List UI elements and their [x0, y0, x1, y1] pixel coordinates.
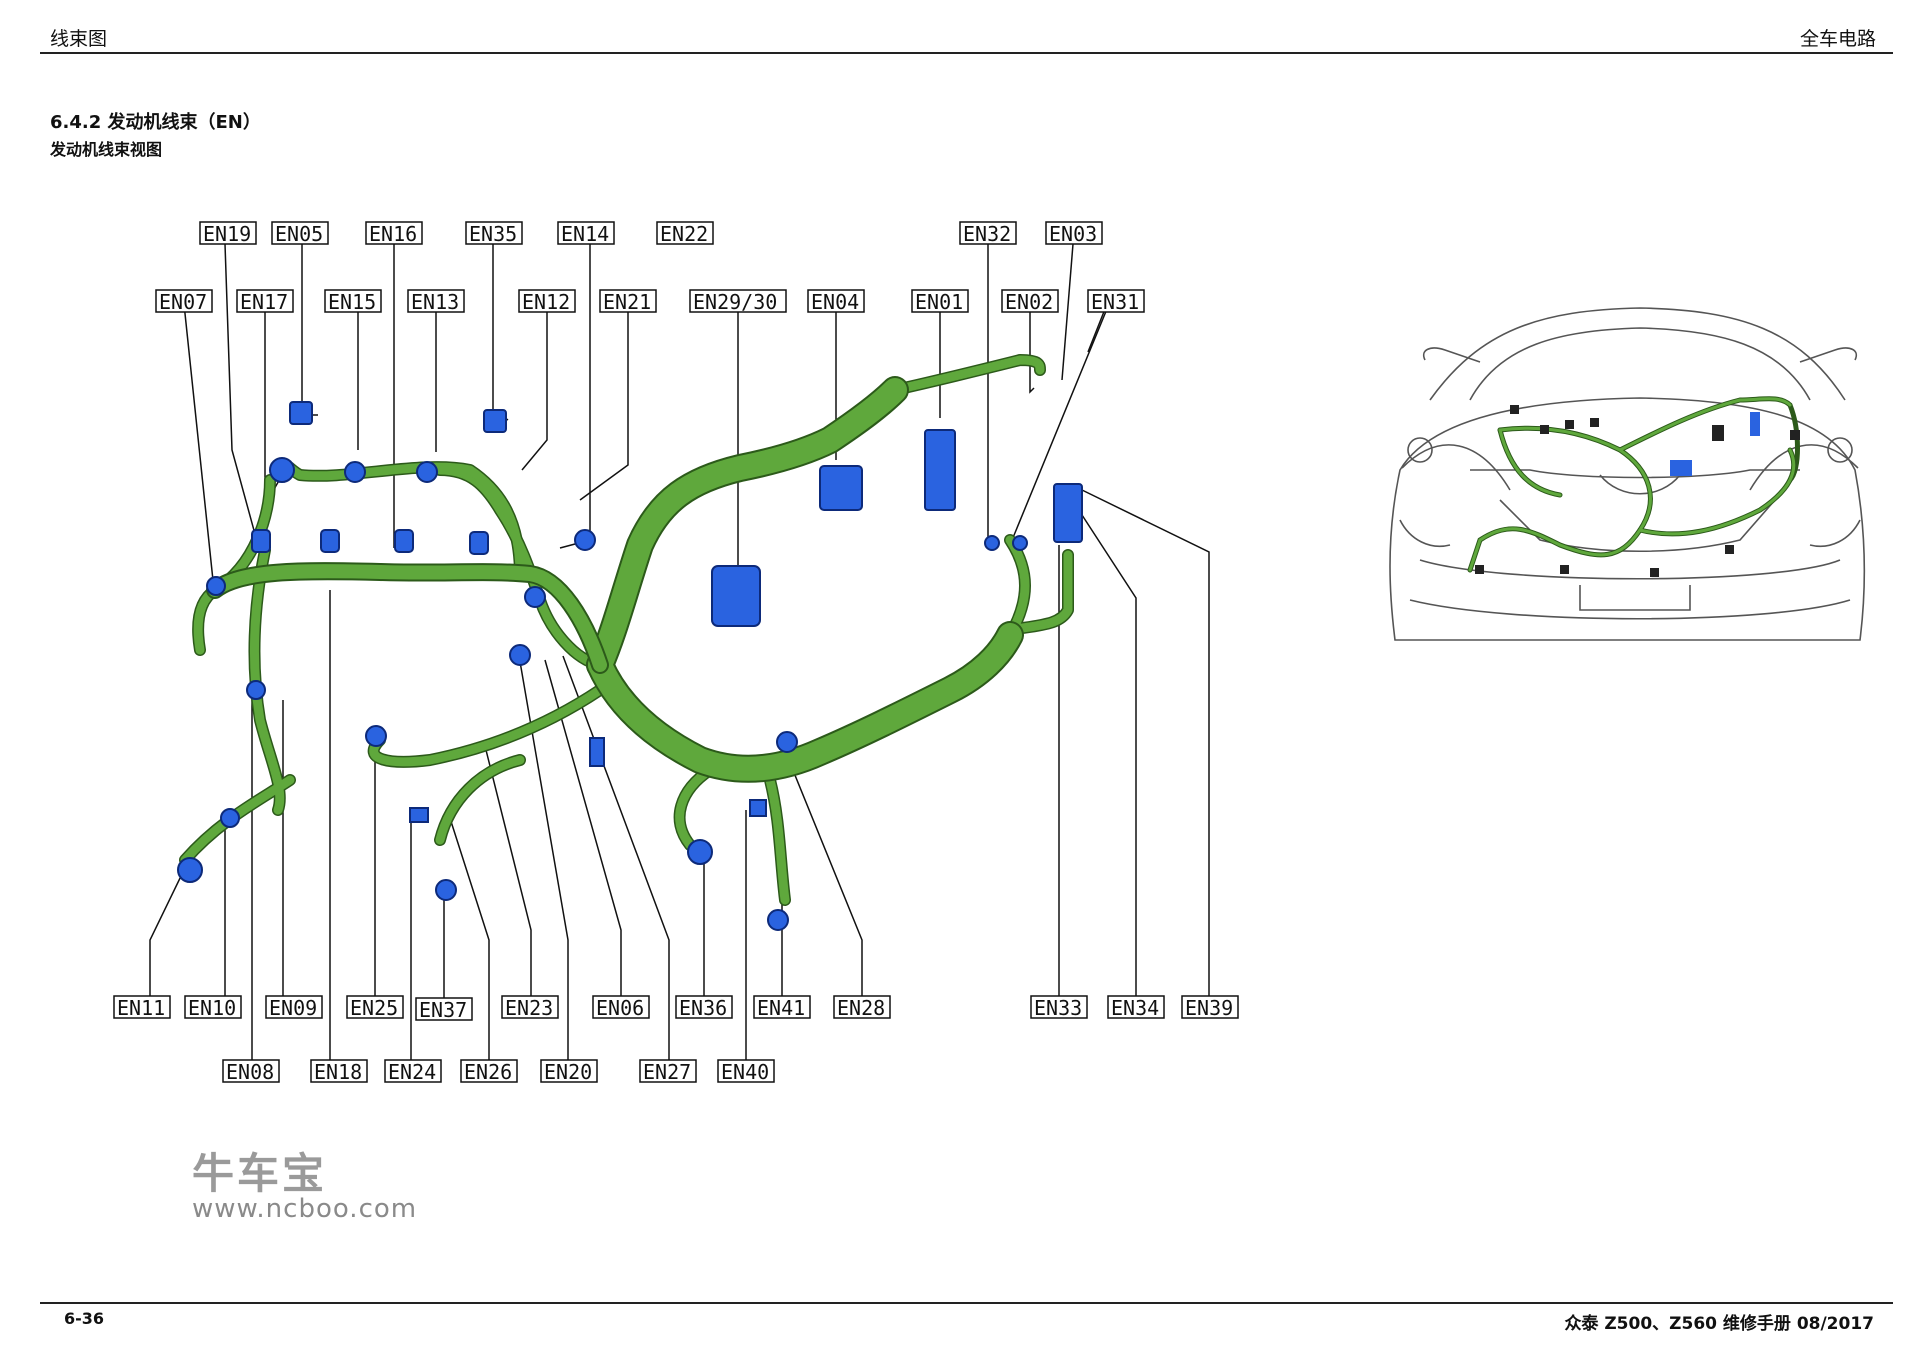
label-en19: EN19 [203, 222, 251, 246]
label-en02: EN02 [1005, 290, 1053, 314]
section-subtitle: 发动机线束视图 [50, 140, 163, 159]
label-en23: EN23 [505, 996, 553, 1020]
label-en28: EN28 [837, 996, 885, 1020]
label-en22: EN22 [660, 222, 708, 246]
label-en25: EN25 [350, 996, 398, 1020]
section-title: 6.4.2 发动机线束（EN） [50, 112, 261, 133]
label-en32: EN32 [963, 222, 1011, 246]
label-en10: EN10 [188, 996, 236, 1020]
label-en12: EN12 [522, 290, 570, 314]
label-en37: EN37 [419, 998, 467, 1022]
label-en24: EN24 [388, 1060, 436, 1084]
label-en27: EN27 [643, 1060, 691, 1084]
labels-bottom-row2: EN08 EN18 EN24 EN26 EN20 EN27 EN40 [222, 1059, 775, 1084]
car-harness-overlay-inner [1468, 397, 1796, 572]
page-number: 6-36 [64, 1309, 105, 1328]
label-en21: EN21 [603, 290, 651, 314]
labels-top-row2: EN07 EN17 EN15 EN13 EN12 EN21 EN29/30 EN… [155, 289, 1145, 314]
labels-top-row1: EN19 EN05 EN16 EN35 EN14 EN22 EN32 EN03 [199, 221, 1103, 246]
connectors [177, 401, 1083, 931]
car-harness-overlay [1467, 396, 1800, 573]
label-en18: EN18 [314, 1060, 362, 1084]
label-en07: EN07 [159, 290, 207, 314]
label-en05: EN05 [275, 222, 323, 246]
labels-bottom-row1: EN11 EN10 EN09 EN25 EN37 EN23 EN06 EN36 … [113, 995, 1239, 1022]
label-en01: EN01 [915, 290, 963, 314]
label-en17: EN17 [240, 290, 288, 314]
label-en39: EN39 [1185, 996, 1233, 1020]
watermark-url: www.ncboo.com [192, 1194, 418, 1224]
footer-rule [40, 1302, 1893, 1304]
leader-lines [149, 243, 1210, 1062]
header-rule [40, 52, 1893, 54]
label-en35: EN35 [469, 222, 517, 246]
label-en41: EN41 [757, 996, 805, 1020]
label-en14: EN14 [561, 222, 609, 246]
label-en33: EN33 [1034, 996, 1082, 1020]
label-en20: EN20 [544, 1060, 592, 1084]
header-right-title: 全车电路 [1799, 28, 1876, 50]
label-en29-30: EN29/30 [693, 290, 777, 314]
label-en16: EN16 [369, 222, 417, 246]
label-en36: EN36 [679, 996, 727, 1020]
label-en03: EN03 [1049, 222, 1097, 246]
label-en06: EN06 [596, 996, 644, 1020]
car-blue-parts [1670, 412, 1760, 476]
manual-title: 众泰 Z500、Z560 维修手册 08/2017 [1564, 1314, 1874, 1334]
label-en11: EN11 [117, 996, 165, 1020]
label-en26: EN26 [464, 1060, 512, 1084]
label-en09: EN09 [269, 996, 317, 1020]
watermark-brand: 牛车宝 [192, 1149, 328, 1198]
car-connectors [1475, 405, 1800, 577]
harness-bundles [179, 354, 1074, 906]
label-en31: EN31 [1091, 290, 1139, 314]
header-left-title: 线束图 [50, 28, 108, 50]
label-en13: EN13 [411, 290, 459, 314]
label-en04: EN04 [811, 290, 859, 314]
label-en15: EN15 [328, 290, 376, 314]
label-en34: EN34 [1111, 996, 1159, 1020]
label-en08: EN08 [226, 1060, 274, 1084]
label-en40: EN40 [721, 1060, 769, 1084]
